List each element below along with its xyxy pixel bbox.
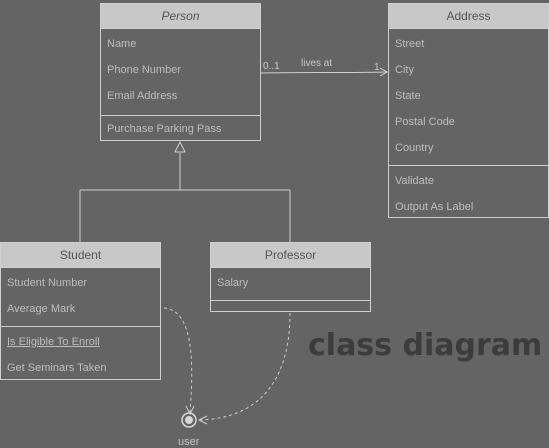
- class-name: Professor: [211, 243, 370, 268]
- actor-outer-circle: [181, 412, 197, 428]
- actor-inner-dot: [185, 416, 193, 424]
- class-student[interactable]: Student Student Number Average Mark Is E…: [0, 242, 161, 380]
- attribute: Street: [395, 38, 425, 50]
- target-multiplicity: 1: [374, 62, 380, 73]
- class-address[interactable]: Address Street City State Postal Code Co…: [388, 3, 549, 218]
- operations-section: Validate Output As Label: [389, 166, 548, 220]
- class-professor[interactable]: Professor Salary: [210, 242, 371, 312]
- actor-label: user: [178, 436, 200, 448]
- attribute: Country: [395, 142, 434, 154]
- attributes-section: Salary: [211, 268, 370, 301]
- attribute: Name: [107, 38, 137, 50]
- operation: Purchase Parking Pass: [107, 123, 222, 135]
- attribute: State: [395, 90, 421, 102]
- attribute: Phone Number: [107, 64, 181, 76]
- attribute: Email Address: [107, 90, 178, 102]
- class-person[interactable]: Person Name Phone Number Email Address P…: [100, 3, 261, 141]
- professor-dependency-line: [199, 312, 291, 421]
- association-arrowhead: [379, 67, 389, 77]
- attributes-section: Name Phone Number Email Address: [101, 29, 260, 116]
- operation: Is Eligible To Enroll: [7, 336, 100, 348]
- operation: Output As Label: [395, 201, 474, 213]
- student-dependency-arrowhead: [185, 405, 195, 416]
- professor-dependency-arrowhead: [197, 415, 208, 425]
- attribute: Salary: [217, 277, 249, 289]
- operation: Validate: [395, 175, 434, 187]
- generalization-line: [79, 153, 291, 242]
- student-dependency-line: [163, 307, 193, 413]
- attribute: City: [395, 64, 414, 76]
- operations-section: [211, 301, 370, 313]
- operations-section: Is Eligible To Enroll Get Seminars Taken: [1, 327, 160, 381]
- attribute: Postal Code: [395, 116, 455, 128]
- attribute: Student Number: [7, 277, 88, 289]
- generalization-arrowhead: [174, 140, 186, 153]
- diagram-title: class diagram: [308, 328, 543, 363]
- operations-section: Purchase Parking Pass: [101, 116, 260, 142]
- class-name: Person: [101, 4, 260, 29]
- class-name: Address: [389, 4, 548, 29]
- attribute: Average Mark: [7, 303, 76, 315]
- operation: Get Seminars Taken: [7, 362, 107, 374]
- association-line: [260, 71, 387, 74]
- association-label: lives at: [301, 58, 333, 69]
- source-multiplicity: 0..1: [263, 61, 280, 72]
- class-name: Student: [1, 243, 160, 268]
- attributes-section: Street City State Postal Code Country: [389, 29, 548, 166]
- attributes-section: Student Number Average Mark: [1, 268, 160, 327]
